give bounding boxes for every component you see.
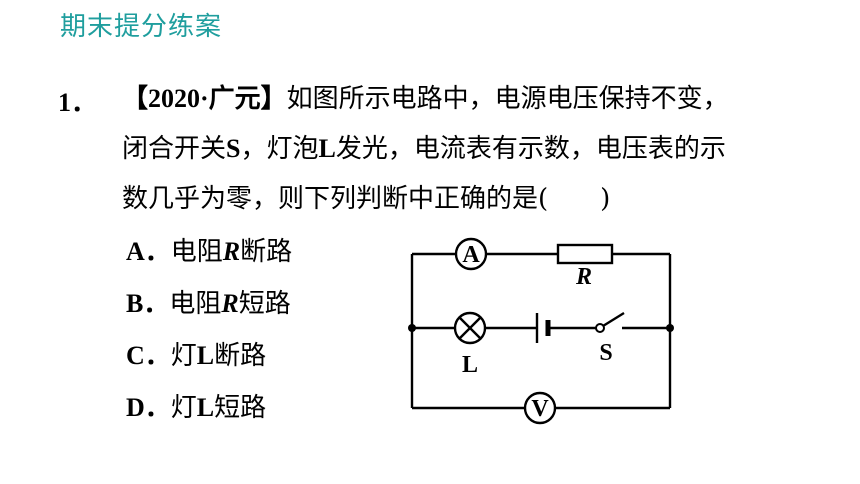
option-letter: C． — [126, 341, 171, 370]
question-text-2a: 闭合开关 — [122, 134, 227, 164]
question-text-1: 如图所示电路中，电源电压保持不变， — [286, 84, 729, 114]
question-number: 1． — [58, 88, 98, 117]
option-letter: D． — [126, 393, 171, 422]
question-text-2c: 发光，电流表有示数，电压表的示 — [335, 134, 726, 164]
option-symbol: L — [196, 341, 215, 370]
option-text: 断路 — [240, 237, 293, 267]
resistor-symbol: R — [556, 243, 614, 290]
option-a[interactable]: A．电阻R断路 — [126, 235, 292, 269]
option-b[interactable]: B．电阻R短路 — [126, 287, 291, 321]
option-text: 灯 — [170, 341, 197, 371]
option-letter: A． — [126, 237, 171, 266]
option-symbol: R — [221, 289, 239, 318]
option-text: 短路 — [238, 289, 291, 319]
junction-dot — [408, 324, 416, 332]
option-letter: B． — [126, 289, 170, 318]
option-text: 灯 — [170, 393, 197, 423]
resistor-label: R — [575, 264, 592, 290]
question-source: 【2020·广元】 — [122, 84, 287, 113]
question-text-2b: ，灯泡 — [240, 134, 319, 164]
switch-label: S — [599, 340, 612, 366]
option-text: 短路 — [214, 393, 267, 423]
option-c[interactable]: C．灯L断路 — [126, 339, 266, 373]
option-d[interactable]: D．灯L短路 — [126, 391, 266, 425]
voltmeter-label: V — [531, 396, 549, 422]
battery-symbol — [535, 313, 551, 343]
question-line-1: 【2020·广元】如图所示电路中，电源电压保持不变， — [122, 82, 729, 116]
lamp-symbol: L — [453, 311, 487, 378]
option-symbol: R — [222, 237, 241, 266]
page-header: 期末提分练案 — [60, 12, 223, 42]
option-symbol: L — [196, 393, 215, 422]
voltmeter-symbol: V — [523, 391, 557, 425]
option-text: 电阻 — [170, 237, 223, 267]
lamp-label: L — [462, 352, 478, 378]
option-text: 电阻 — [169, 289, 222, 319]
ammeter-symbol: A — [454, 237, 488, 271]
question-line-3: 数几乎为零，则下列判断中正确的是( ) — [122, 184, 611, 214]
switch-symbol: S — [595, 311, 625, 366]
junction-dot — [666, 324, 674, 332]
question-line-2: 闭合开关S，灯泡L发光，电流表有示数，电压表的示 — [122, 132, 726, 166]
option-text: 断路 — [214, 341, 267, 371]
lamp-symbol-text: L — [318, 134, 336, 163]
switch-symbol-text: S — [226, 134, 241, 163]
ammeter-label: A — [462, 242, 480, 268]
